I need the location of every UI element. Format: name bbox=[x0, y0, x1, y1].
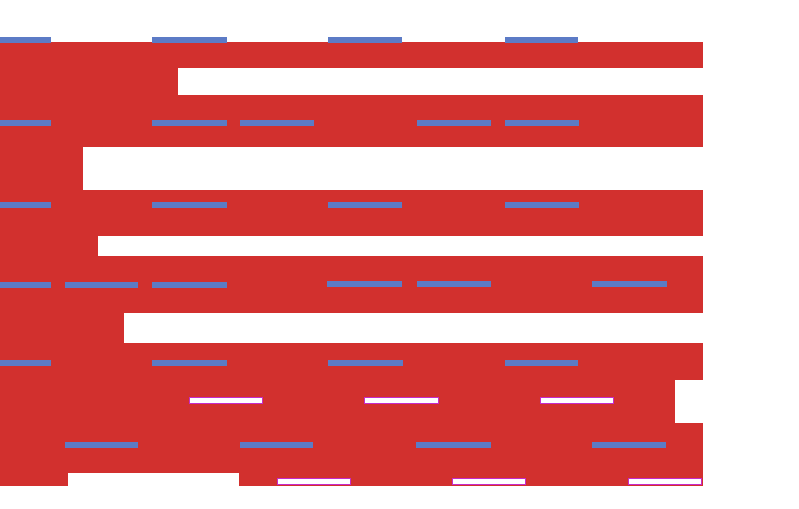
link-underline[interactable] bbox=[0, 37, 51, 43]
link-underline[interactable] bbox=[152, 202, 227, 208]
link-underline[interactable] bbox=[152, 282, 227, 288]
link-underline[interactable] bbox=[152, 37, 227, 43]
link-underline[interactable] bbox=[505, 360, 578, 366]
link-underline[interactable] bbox=[592, 281, 667, 287]
highlighted-link-box[interactable] bbox=[628, 478, 702, 485]
link-underline[interactable] bbox=[592, 442, 666, 448]
link-underline[interactable] bbox=[65, 442, 138, 448]
highlighted-link-box[interactable] bbox=[540, 397, 614, 404]
paragraph-gap bbox=[68, 473, 239, 509]
link-underline[interactable] bbox=[0, 120, 51, 126]
link-underline[interactable] bbox=[0, 360, 51, 366]
link-underline[interactable] bbox=[417, 120, 491, 126]
link-underline[interactable] bbox=[328, 37, 402, 43]
link-underline[interactable] bbox=[240, 120, 314, 126]
redacted-text-block bbox=[0, 42, 703, 486]
link-underline[interactable] bbox=[0, 202, 51, 208]
paragraph-gap bbox=[675, 380, 799, 423]
link-underline[interactable] bbox=[327, 281, 402, 287]
link-underline[interactable] bbox=[505, 202, 579, 208]
paragraph-gap bbox=[178, 68, 799, 95]
paragraph-gap bbox=[98, 236, 799, 256]
link-underline[interactable] bbox=[328, 202, 402, 208]
paragraph-gap bbox=[124, 313, 799, 343]
link-underline[interactable] bbox=[240, 442, 313, 448]
highlighted-link-box[interactable] bbox=[277, 478, 351, 485]
link-underline[interactable] bbox=[417, 281, 491, 287]
link-underline[interactable] bbox=[505, 37, 578, 43]
paragraph-gap bbox=[83, 147, 799, 190]
highlighted-link-box[interactable] bbox=[364, 397, 439, 404]
highlighted-link-box[interactable] bbox=[452, 478, 526, 485]
link-underline[interactable] bbox=[328, 360, 403, 366]
link-underline[interactable] bbox=[505, 120, 579, 126]
link-underline[interactable] bbox=[0, 282, 51, 288]
link-underline[interactable] bbox=[152, 360, 227, 366]
link-underline[interactable] bbox=[152, 120, 227, 126]
highlighted-link-box[interactable] bbox=[189, 397, 263, 404]
link-underline[interactable] bbox=[65, 282, 138, 288]
link-underline[interactable] bbox=[416, 442, 491, 448]
